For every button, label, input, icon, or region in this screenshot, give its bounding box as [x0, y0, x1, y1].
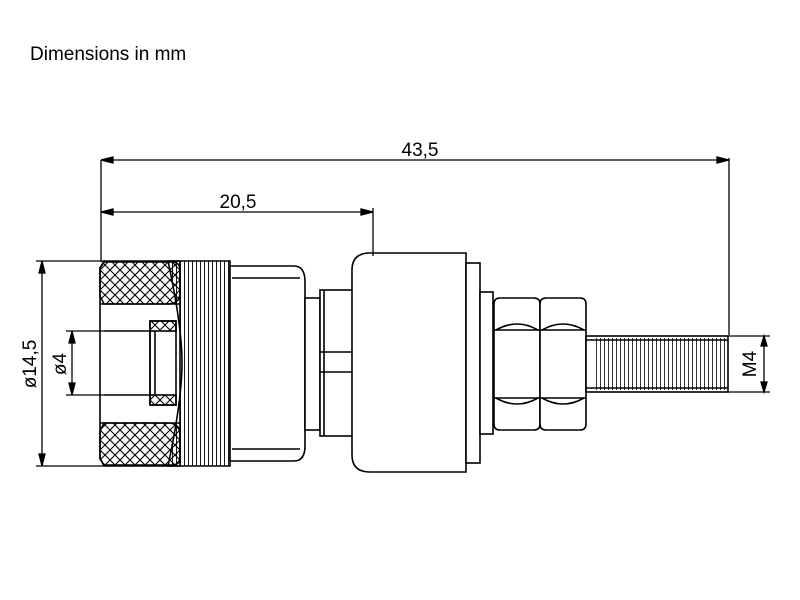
dim-head-diameter-label: ø14,5	[20, 340, 41, 389]
shaft-section	[304, 289, 355, 437]
fluted-grip	[167, 260, 231, 467]
hex-nut-1	[493, 297, 541, 431]
dim-overall-length-line	[100, 156, 730, 335]
insulating-collar	[351, 252, 481, 473]
dim-bore-diameter-line	[66, 330, 104, 396]
dim-head-diameter-line	[36, 260, 104, 467]
dim-bore-diameter-label: ø4	[50, 352, 71, 375]
hex-nut-2	[539, 297, 587, 431]
dim-thread-line	[728, 333, 770, 395]
knurled-cap	[99, 260, 181, 467]
body-cylinder	[229, 265, 306, 462]
dim-overall-length-label: 43,5	[402, 140, 439, 161]
dim-head-length-label: 20,5	[220, 192, 257, 213]
threaded-stud	[585, 335, 729, 393]
washer	[479, 291, 494, 435]
caption: Dimensions in mm	[30, 44, 187, 65]
dim-head-length-line	[100, 208, 374, 256]
dim-thread-label: M4	[740, 350, 761, 377]
